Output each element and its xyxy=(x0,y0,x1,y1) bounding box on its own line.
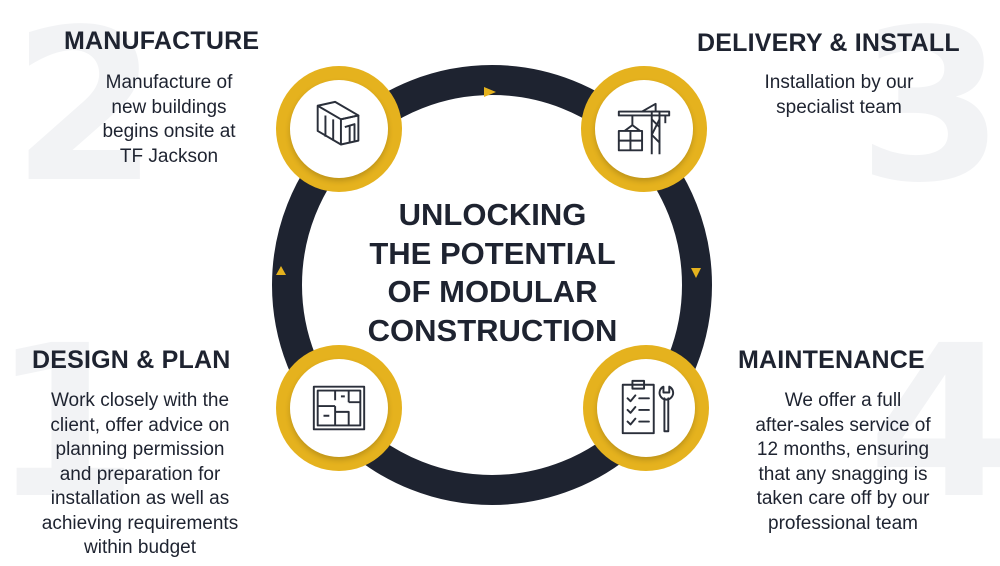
center-heading-line: CONSTRUCTION xyxy=(367,312,618,348)
floor-plan-icon xyxy=(312,385,366,431)
manufacture-description: Manufacture of new buildings begins onsi… xyxy=(102,72,236,167)
delivery-install-title: DELIVERY & INSTALL xyxy=(697,29,960,57)
arrow-right-icon xyxy=(691,268,701,278)
cycle-ring-track xyxy=(272,65,712,505)
arrow-top-icon xyxy=(484,87,496,97)
center-heading-line: THE POTENTIAL xyxy=(369,235,616,271)
crane-icon xyxy=(617,102,671,155)
watermark-number-4: 4 xyxy=(868,300,1000,545)
watermark-number-2: 2 xyxy=(12,0,159,229)
center-heading: UNLOCKING THE POTENTIAL OF MODULAR CONST… xyxy=(340,196,645,350)
maintenance-description: We offer a full after-sales service of 1… xyxy=(755,390,931,534)
step-maintenance-node xyxy=(583,345,709,471)
modular-building-icon xyxy=(316,100,360,146)
manufacture-title: MANUFACTURE xyxy=(64,27,260,55)
delivery-install-description: Installation by our specialist team xyxy=(764,72,914,118)
watermark-number-1: 1 xyxy=(0,300,139,545)
design-plan-description: Work closely with the client, offer advi… xyxy=(41,390,239,558)
watermark-number-3: 3 xyxy=(858,0,1000,229)
checklist-wrench-icon xyxy=(621,379,675,435)
center-heading-line: OF MODULAR xyxy=(387,274,598,309)
step-manufacture-node xyxy=(276,66,402,192)
design-plan-title: DESIGN & PLAN xyxy=(32,346,231,374)
step-delivery-node xyxy=(581,66,707,192)
maintenance-title: MAINTENANCE xyxy=(738,346,925,374)
step-design-node xyxy=(276,345,402,471)
arrow-left-icon xyxy=(276,266,286,275)
center-heading-line: UNLOCKING xyxy=(398,197,587,232)
